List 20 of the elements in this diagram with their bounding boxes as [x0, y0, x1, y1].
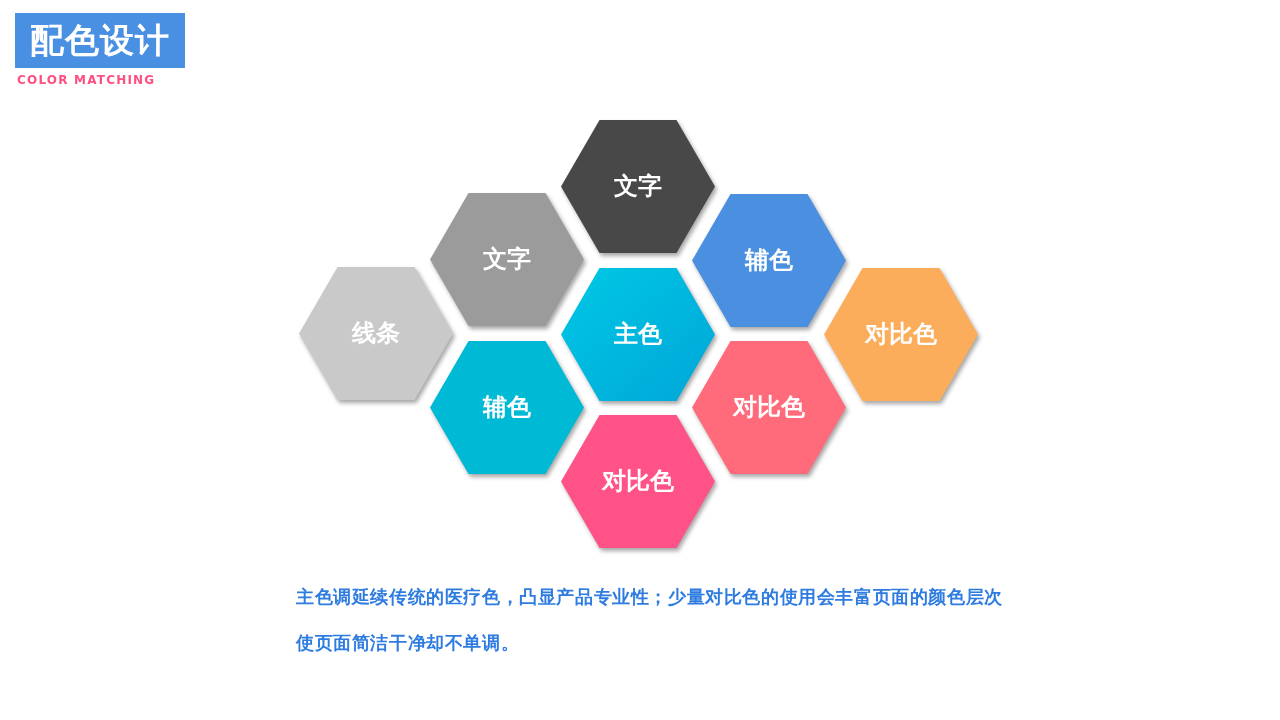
hexagon-shape: [561, 119, 715, 253]
hexagon-shape: [824, 267, 978, 401]
hexagon-label: 辅色: [743, 245, 794, 275]
hexagon-label: 对比色: [863, 319, 938, 349]
hexagon-label: 主色: [613, 319, 663, 349]
hexagon-shape: [692, 340, 846, 474]
hexagon-shape: [430, 340, 584, 474]
hexagon-shape: [430, 192, 584, 326]
hexagon-shape: [692, 193, 846, 327]
hexagon-shape: [561, 267, 715, 401]
subtitle: COLOR MATCHING: [17, 72, 156, 88]
hexagon-shape: [299, 266, 453, 400]
hexagon-label: 文字: [482, 244, 532, 274]
hexagon-shape: [561, 414, 715, 548]
hexagon-label: 辅色: [481, 392, 532, 422]
description-text: 主色调延续传统的医疗色，凸显产品专业性；少量对比色的使用会丰富页面的颜色层次使页面简洁干净却不单调。: [296, 585, 1004, 655]
hexagon-label: 文字: [613, 171, 663, 201]
hexagon-label: 对比色: [600, 466, 675, 496]
page-title: 配色设计: [15, 13, 185, 68]
hexagon-label: 对比色: [731, 392, 806, 422]
